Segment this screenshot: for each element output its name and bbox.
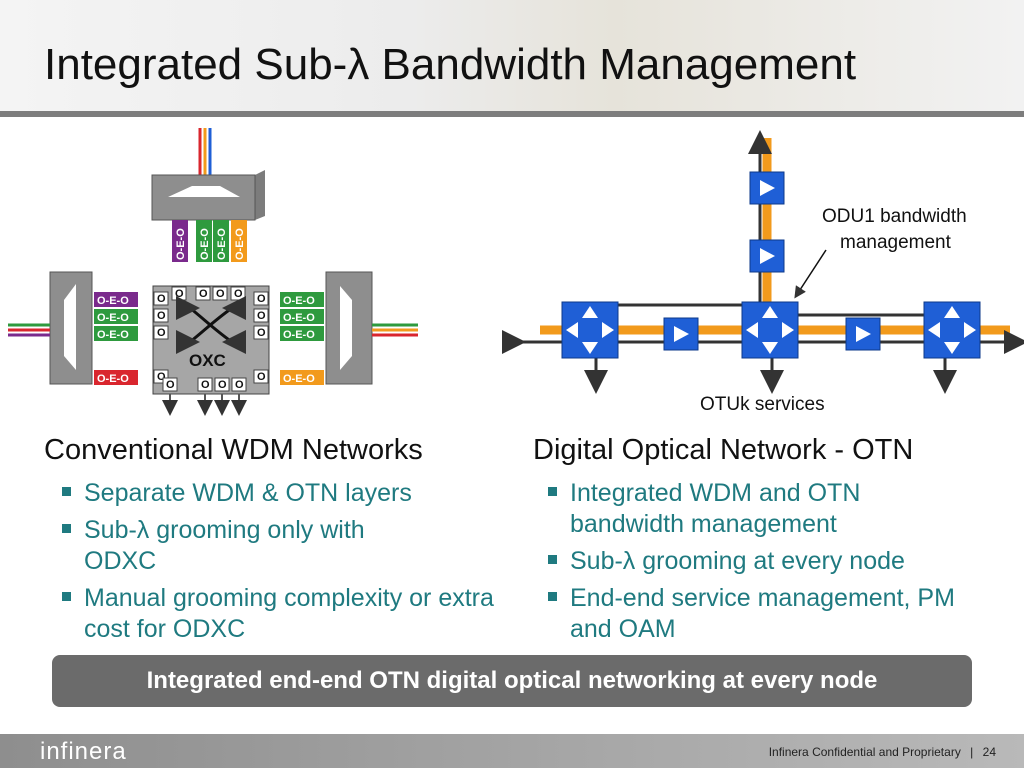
list-item: Integrated WDM and OTN bandwidth managem… <box>546 478 910 540</box>
cross-connect-icon <box>176 296 246 354</box>
port-label: O <box>201 379 210 391</box>
bullet-icon <box>62 524 71 533</box>
footer-separator: | <box>970 745 974 759</box>
oeo-label: O-E-O <box>216 228 228 260</box>
oxc-label: OXC <box>189 351 226 370</box>
footer-band <box>0 734 1024 768</box>
bullet-icon <box>62 487 71 496</box>
port-label: O <box>157 293 166 305</box>
port-label: O <box>257 293 266 305</box>
port-label: O <box>157 371 166 383</box>
bullet-icon <box>548 555 557 564</box>
oxc-ports: O O O O O O O O O O O O O O O O <box>153 286 269 392</box>
page-number: 24 <box>982 745 996 759</box>
otn-amplifier <box>749 239 785 273</box>
right-mux <box>325 271 418 385</box>
port-label: O <box>257 327 266 339</box>
list-item: End-end service management, PM and OAM <box>546 583 980 645</box>
bullet-icon <box>548 487 557 496</box>
port-label: O <box>235 379 244 391</box>
drop-arrows <box>162 394 247 416</box>
left-mux <box>8 271 93 385</box>
footer-text: Infinera Confidential and Proprietary | … <box>763 745 996 759</box>
oeo-label: O-E-O <box>199 228 211 260</box>
list-item: Sub-λ grooming at every node <box>546 546 976 577</box>
right-transponders: O-E-O O-E-O O-E-O O-E-O <box>280 292 324 385</box>
right-bullet-list: Integrated WDM and OTN bandwidth managem… <box>546 478 976 651</box>
otn-amplifier <box>845 317 881 351</box>
infinera-logo: infinera <box>40 738 127 765</box>
bullet-text: Integrated WDM and OTN bandwidth managem… <box>570 479 861 538</box>
list-item: Manual grooming complexity or extra cost… <box>60 583 494 645</box>
slide-title: Integrated Sub-λ Bandwidth Management <box>44 40 857 89</box>
otn-switch-node <box>923 301 981 359</box>
bullet-text: Sub-λ grooming only with ODXC <box>84 516 365 575</box>
odu1-callout: management <box>840 232 952 253</box>
port-label: O <box>218 379 227 391</box>
port-label: O <box>157 327 166 339</box>
oeo-label: O-E-O <box>283 373 315 385</box>
list-item: Sub-λ grooming only with ODXC <box>60 515 424 577</box>
oeo-label: O-E-O <box>97 373 129 385</box>
conventional-node-diagram: O-E-O O-E-O O-E-O O-E-O O-E-O <box>8 128 418 416</box>
oeo-label: O-E-O <box>234 228 246 260</box>
oeo-label: O-E-O <box>175 228 187 260</box>
oeo-label: O-E-O <box>97 295 129 307</box>
left-heading: Conventional WDM Networks <box>44 434 423 466</box>
otn-switch-node <box>741 301 799 359</box>
otn-network-diagram: ODU1 bandwidth management OTUk services <box>502 130 1024 415</box>
port-label: O <box>216 288 225 300</box>
oeo-label: O-E-O <box>283 295 315 307</box>
port-label: O <box>234 288 243 300</box>
port-label: O <box>166 379 175 391</box>
port-label: O <box>199 288 208 300</box>
bullet-icon <box>548 592 557 601</box>
otn-amplifier <box>663 317 699 351</box>
top-mux <box>151 170 265 221</box>
left-transponders: O-E-O O-E-O O-E-O O-E-O <box>94 292 138 385</box>
bullet-text: Separate WDM & OTN layers <box>84 479 412 507</box>
bullet-text: Manual grooming complexity or extra cost… <box>84 584 494 643</box>
otuk-label: OTUk services <box>700 394 825 415</box>
port-label: O <box>257 310 266 322</box>
summary-banner: Integrated end-end OTN digital optical n… <box>52 655 972 707</box>
oeo-label: O-E-O <box>97 312 129 324</box>
top-fibers <box>198 128 212 175</box>
left-bullet-list: Separate WDM & OTN layers Sub-λ grooming… <box>60 478 500 651</box>
oeo-label: O-E-O <box>283 312 315 324</box>
oeo-label: O-E-O <box>97 329 129 341</box>
otn-switch-node <box>561 301 619 359</box>
network-diagram: O-E-O O-E-O O-E-O O-E-O O-E-O <box>8 128 1024 416</box>
list-item: Separate WDM & OTN layers <box>60 478 500 509</box>
oxc-switch: O O O O O O O O O O O O O O O O <box>152 285 270 395</box>
bullet-text: End-end service management, PM and OAM <box>570 584 955 643</box>
port-label: O <box>257 371 266 383</box>
header-rule <box>0 111 1024 117</box>
confidential-label: Infinera Confidential and Proprietary <box>768 745 961 759</box>
oeo-label: O-E-O <box>283 329 315 341</box>
top-transponders: O-E-O O-E-O O-E-O O-E-O <box>172 220 247 262</box>
bullet-text: Sub-λ grooming at every node <box>570 547 905 575</box>
otn-amplifier <box>749 171 785 205</box>
header-band <box>0 0 1024 112</box>
right-heading: Digital Optical Network - OTN <box>533 434 914 466</box>
port-label: O <box>175 288 184 300</box>
bullet-icon <box>62 592 71 601</box>
odu1-callout: ODU1 bandwidth <box>822 206 967 227</box>
port-label: O <box>157 310 166 322</box>
